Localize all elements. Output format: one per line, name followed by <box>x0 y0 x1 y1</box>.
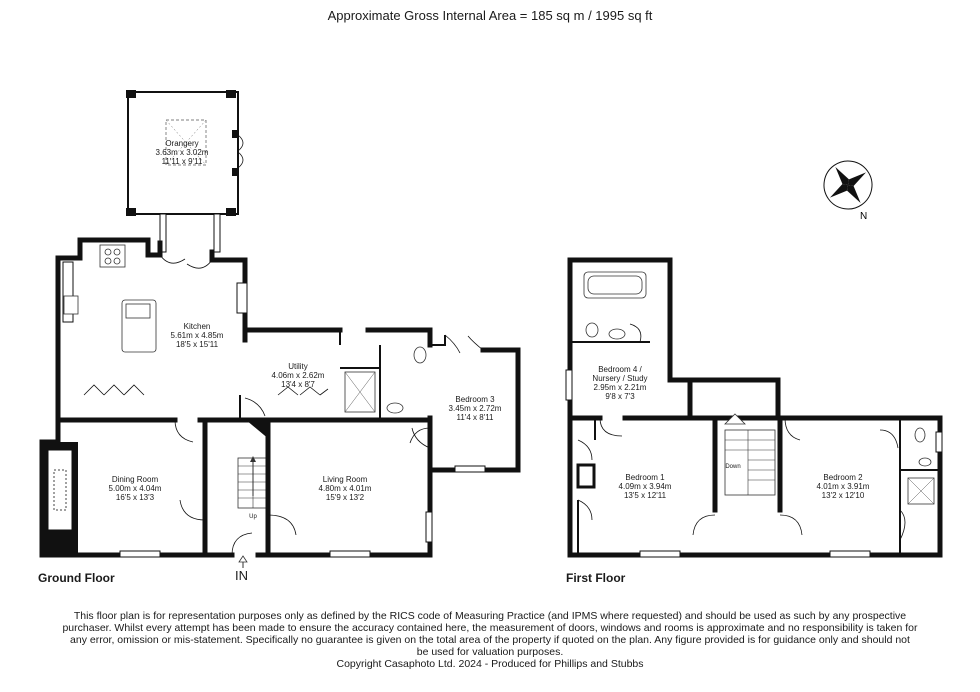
bathroom-walls <box>565 257 693 558</box>
ground-floor-label: Ground Floor <box>38 571 115 585</box>
bedroom4-label-line1: Bedroom 4 / <box>598 365 642 374</box>
bedroom1-metric: 4.09m x 3.94m <box>619 482 672 491</box>
dining-room-label: Dining Room <box>112 475 159 484</box>
disclaimer-line: any error, omission or mis-statement. Sp… <box>70 634 910 646</box>
dining-room-imperial: 16'5 x 13'3 <box>116 493 155 502</box>
kitchen-imperial: 18'5 x 15'11 <box>176 340 219 349</box>
bedroom1-label: Bedroom 1 <box>625 473 665 482</box>
bedroom4-imperial: 9'8 x 7'3 <box>605 392 635 401</box>
dining-room-metric: 5.00m x 4.04m <box>109 484 162 493</box>
bedroom3-metric: 3.45m x 2.72m <box>449 404 502 413</box>
living-room-imperial: 15'9 x 13'2 <box>326 493 365 502</box>
entrance-label: IN <box>235 568 248 583</box>
disclaimer-line: This floor plan is for representation pu… <box>73 610 907 622</box>
gross-area-heading: Approximate Gross Internal Area = 185 sq… <box>327 8 653 23</box>
disclaimer-line: purchaser. Whilst every attempt has been… <box>62 622 918 634</box>
bedroom2-label: Bedroom 2 <box>823 473 863 482</box>
copyright-line: Copyright Casaphoto Ltd. 2024 - Produced… <box>336 658 644 670</box>
ground-floor-plan <box>39 90 521 558</box>
bedroom1-imperial: 13'5 x 12'11 <box>624 491 667 500</box>
orangery-label: Orangery <box>165 139 198 148</box>
bedroom1-walls <box>567 415 733 558</box>
compass-north-label: N <box>860 211 867 222</box>
disclaimer-text: This floor plan is for representation pu… <box>60 610 920 670</box>
utility-imperial: 13'4 x 8'7 <box>281 380 315 389</box>
bedroom3-walls <box>409 334 521 473</box>
utility-metric: 4.06m x 2.62m <box>272 371 325 380</box>
living-room-metric: 4.80m x 4.01m <box>319 484 372 493</box>
orangery-metric: 3.63m x 3.02m <box>156 148 209 157</box>
kitchen-walls <box>55 237 248 423</box>
living-room-walls <box>262 417 433 558</box>
dining-room-walls <box>39 417 268 558</box>
bedroom4-metric: 2.95m x 2.21m <box>594 383 647 392</box>
bedroom2-metric: 4.01m x 3.91m <box>817 482 870 491</box>
room-labels: Orangery 3.63m x 3.02m 11'11 x 9'11 Kitc… <box>109 139 870 520</box>
compass-rose-icon <box>823 160 873 210</box>
entrance-arrow-icon <box>238 555 248 568</box>
first-floor-label: First Floor <box>566 571 626 585</box>
bedroom3-imperial: 11'4 x 8'11 <box>456 413 494 422</box>
bedroom2-walls <box>775 415 943 558</box>
kitchen-metric: 5.61m x 4.85m <box>171 331 224 340</box>
bedroom3-label: Bedroom 3 <box>455 395 495 404</box>
orangery-imperial: 11'11 x 9'11 <box>162 157 203 166</box>
bedroom2-imperial: 13'2 x 12'10 <box>822 491 865 500</box>
stairs-up-label: Up <box>249 514 257 520</box>
bedroom4-label-line2: Nursery / Study <box>592 374 647 383</box>
utility-label: Utility <box>288 362 308 371</box>
stairs-down-label: Down <box>725 464 740 470</box>
utility-walls <box>239 327 433 418</box>
kitchen-label: Kitchen <box>184 322 211 331</box>
first-floor-plan <box>565 257 943 558</box>
living-room-label: Living Room <box>323 475 368 484</box>
bedroom4-walls <box>567 377 781 437</box>
hall-stairs <box>202 420 271 558</box>
landing-stairs <box>724 413 783 558</box>
orangery-walls <box>126 90 244 253</box>
disclaimer-line: be used for valuation purposes. <box>416 646 564 658</box>
